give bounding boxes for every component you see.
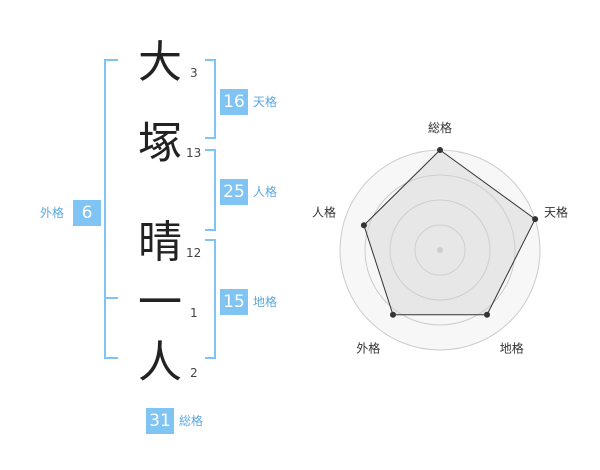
stroke-count-5: 2 [190, 366, 198, 380]
radar-axis-label: 天格 [544, 204, 568, 219]
chikaku-bracket [205, 239, 216, 359]
stroke-count-2: 13 [186, 146, 202, 160]
radar-ring [364, 174, 516, 326]
radar-center [437, 247, 443, 253]
radar-axis-label: 人格 [312, 204, 336, 219]
radar-ring [414, 224, 466, 276]
stroke-count-3: 12 [186, 246, 202, 260]
gaikaku-label: 外格 [40, 206, 65, 220]
radar-point [437, 147, 443, 153]
gaikaku-value: 6 [73, 200, 101, 226]
name-char-3: 晴 [138, 217, 182, 268]
jinkaku-label: 人格 [253, 185, 278, 199]
radar-axis-label: 外格 [356, 341, 380, 356]
soukaku-value: 31 [146, 408, 174, 434]
name-char-5: 人 [138, 337, 182, 388]
stroke-count-4: 1 [190, 306, 198, 320]
jinkaku-value: 25 [220, 179, 248, 205]
name-char-4: 一 [138, 277, 182, 328]
name-char-2: 塚 [138, 118, 182, 169]
soukaku-label: 総格 [179, 414, 204, 428]
radar-point [484, 311, 491, 318]
tenkaku-label: 天格 [253, 95, 278, 109]
chikaku-value: 15 [220, 289, 248, 315]
radar-axis-label: 総格 [428, 120, 452, 135]
radar-polygon [363, 149, 536, 316]
tenkaku-value: 16 [220, 89, 248, 115]
name-char-1: 大 [138, 37, 182, 88]
radar-point [532, 216, 539, 223]
jinkaku-bracket [205, 149, 216, 231]
radar-point [389, 311, 396, 318]
radar-ring [389, 199, 491, 301]
stroke-count-1: 3 [190, 66, 198, 80]
chikaku-label: 地格 [253, 295, 278, 309]
radar-point [360, 222, 367, 229]
gaikaku-bracket [104, 59, 118, 359]
tenkaku-bracket [205, 59, 216, 139]
radar-axis-label: 地格 [500, 341, 524, 356]
